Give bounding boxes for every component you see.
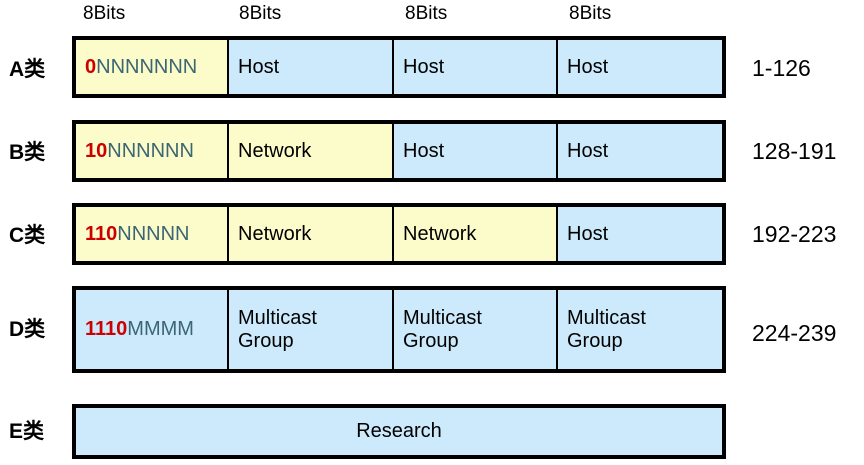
class-c-octet-3-label: Network [403, 222, 477, 245]
class-e-research-label: Research [356, 420, 442, 442]
class-b-bit-prefix: 10 [85, 139, 108, 162]
bit-header-octet-4: 8Bits [569, 3, 612, 24]
class-label-c: C类 [9, 224, 46, 247]
class-label-e: E类 [9, 420, 45, 443]
class-a-octet-4-label: Host [567, 55, 609, 78]
class-b-octet-2-label: Network [238, 139, 312, 162]
class-c-octet-2-label: Network [238, 222, 312, 245]
class-label-b: B类 [9, 141, 46, 164]
class-c-octet-3-cell: Network [394, 207, 558, 261]
class-a-bit-suffix: NNNNNNN [96, 55, 198, 78]
class-c-range: 192-223 [752, 221, 837, 247]
class-d-octet-3-cell: Multicast Group [394, 290, 558, 369]
class-c-octet-4-label: Host [567, 222, 609, 245]
class-b-range: 128-191 [752, 138, 837, 164]
bit-header-octet-1: 8Bits [83, 3, 126, 24]
class-b-bit-suffix: NNNNNN [107, 139, 194, 162]
class-b-octet-4-cell: Host [558, 124, 722, 178]
class-a-octet-2-label: Host [238, 55, 280, 78]
class-b-octet-2-cell: Network [229, 124, 394, 178]
class-a-octet-4-cell: Host [558, 40, 722, 94]
class-c-bit-suffix: NNNNN [117, 222, 190, 245]
class-label-a: A类 [9, 58, 46, 81]
class-a-bit-prefix: 0 [85, 55, 97, 78]
class-a-octet-3-label: Host [403, 55, 445, 78]
class-a-octet-3-cell: Host [394, 40, 558, 94]
class-c-bit-prefix: 110 [85, 222, 118, 245]
class-row-e: Research [72, 404, 726, 459]
class-a-octet-2-cell: Host [229, 40, 394, 94]
class-b-octet-4-label: Host [567, 139, 609, 162]
class-c-octet-2-cell: Network [229, 207, 394, 261]
class-e-research-cell: Research [76, 408, 722, 455]
class-d-octet-4-cell: Multicast Group [558, 290, 722, 369]
class-d-bit-prefix: 1110 [85, 318, 128, 340]
class-d-octet-2-label: Multicast Group [238, 306, 317, 352]
bit-width-header-row: 8Bits 8Bits 8Bits 8Bits [72, 0, 726, 30]
class-d-range: 224-239 [752, 320, 837, 346]
class-c-octet-4-cell: Host [558, 207, 722, 261]
class-label-d: D类 [9, 318, 46, 341]
class-b-octet-3-cell: Host [394, 124, 558, 178]
class-d-octet-2-cell: Multicast Group [229, 290, 394, 369]
class-d-bit-suffix: MMMM [127, 318, 194, 340]
bit-header-octet-2: 8Bits [239, 3, 282, 24]
class-a-range: 1-126 [752, 55, 811, 81]
class-d-octet-3-label: Multicast Group [403, 306, 482, 352]
bit-header-octet-3: 8Bits [405, 3, 448, 24]
class-d-octet-4-label: Multicast Group [567, 306, 646, 352]
class-b-octet-3-label: Host [403, 139, 445, 162]
